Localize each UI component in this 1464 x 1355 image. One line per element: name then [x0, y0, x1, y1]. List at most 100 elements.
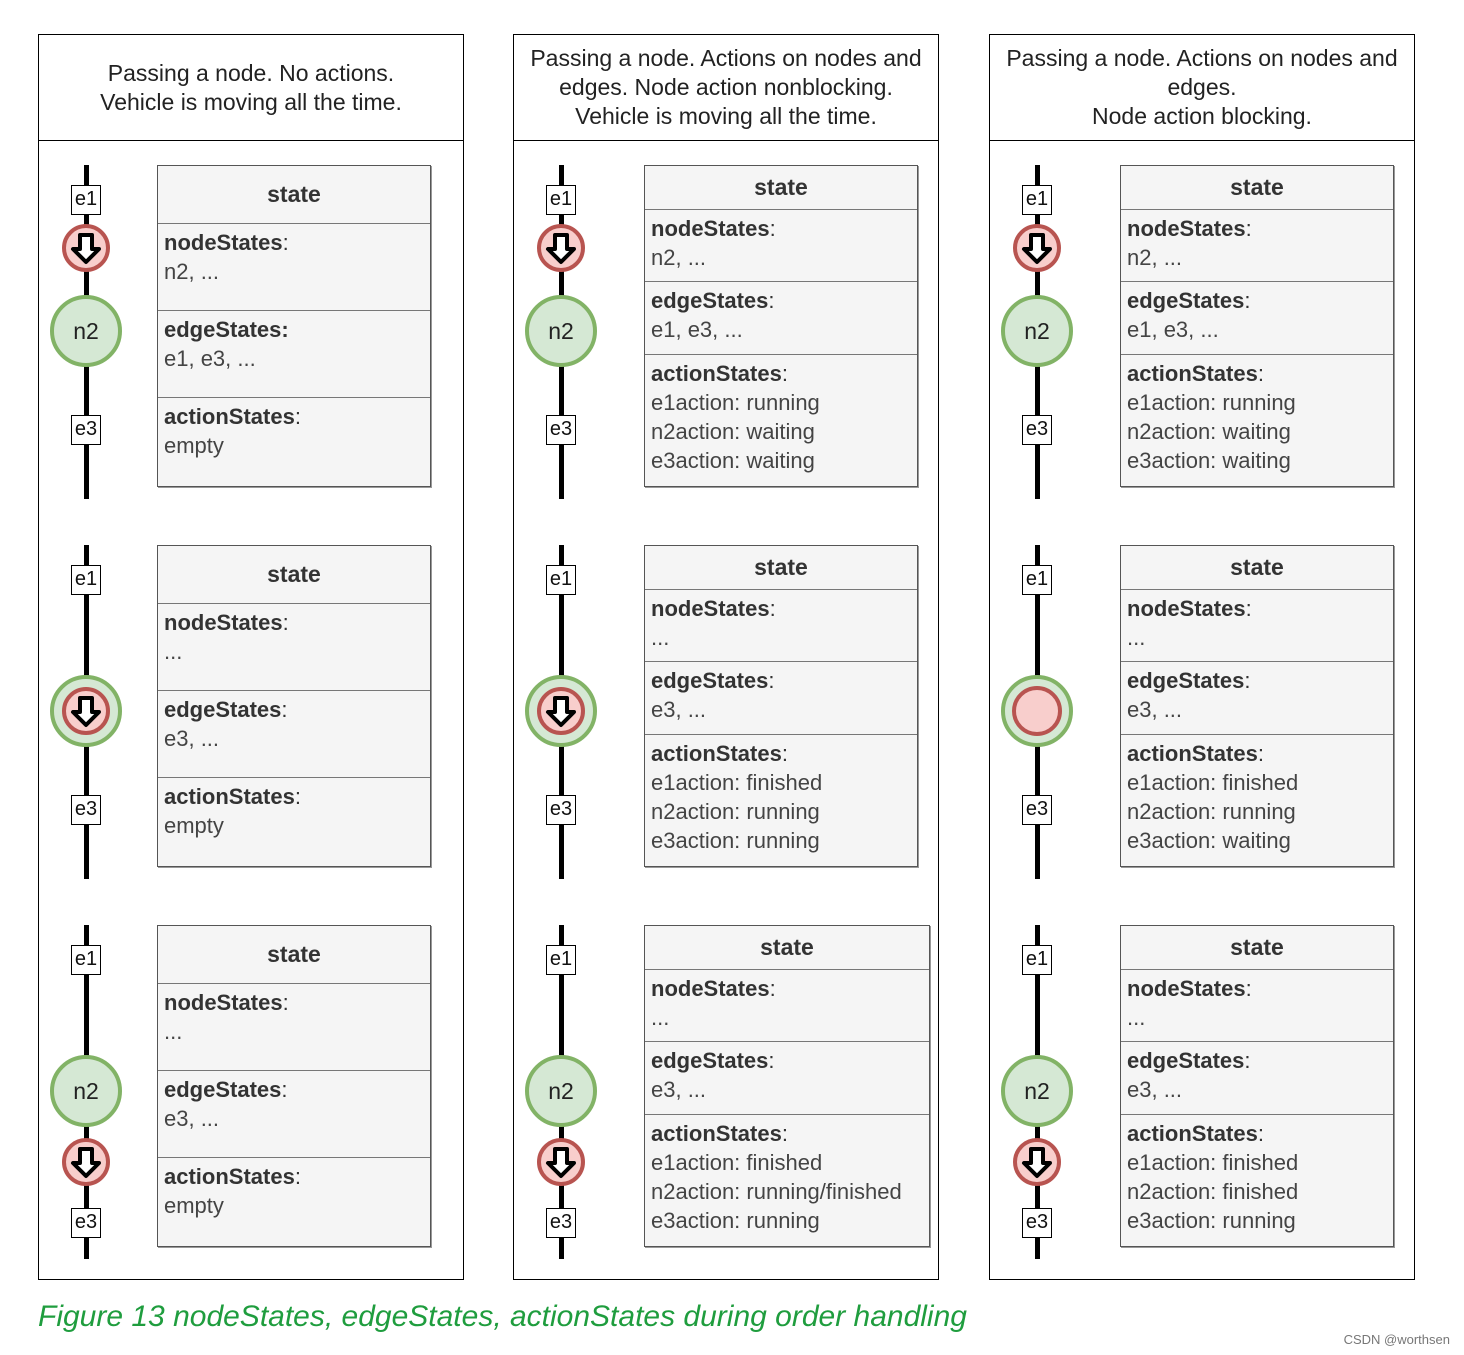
vehicle-arrow-down-icon: [1013, 1138, 1061, 1186]
panel-title: Passing a node. Actions on nodes and edg…: [990, 35, 1414, 141]
action-states-section: actionStates:e1action: finished n2action…: [645, 735, 917, 866]
node-states-section: nodeStates:...: [158, 604, 430, 691]
edge-states-key: edgeStates: [164, 1077, 282, 1102]
edge-states-key: edgeStates: [651, 668, 769, 693]
edge-label-e1: e1: [71, 945, 101, 975]
action-states-section: actionStates:e1action: running n2action:…: [645, 355, 917, 486]
state-header: state: [158, 166, 430, 224]
action-states-value: e1action: finished n2action: running e3a…: [1127, 770, 1299, 853]
edge-states-key: edgeStates: [1127, 288, 1245, 313]
state-header: state: [1121, 166, 1393, 210]
edge-label-e1: e1: [71, 565, 101, 595]
edge-states-section: edgeStates:e3, ...: [645, 662, 917, 735]
node-states-key: nodeStates: [1127, 216, 1246, 241]
node-states-key: nodeStates: [164, 610, 283, 635]
vehicle-arrow-down-icon: [537, 1138, 585, 1186]
edge-label-e1: e1: [546, 945, 576, 975]
node-states-key: nodeStates: [651, 216, 770, 241]
node-label: n2: [73, 317, 99, 344]
action-states-value: empty: [164, 813, 224, 838]
node-states-section: nodeStates:n2, ...: [645, 210, 917, 282]
watermark: CSDN @worthsen: [1343, 1332, 1450, 1347]
figure-caption: Figure 13 nodeStates, edgeStates, action…: [38, 1300, 967, 1333]
edge-label-e1: e1: [1022, 185, 1052, 215]
vehicle-arrow-down-icon: [537, 687, 585, 735]
vehicle-arrow-down-icon: [537, 224, 585, 272]
state-header: state: [158, 546, 430, 604]
edge-states-section: edgeStates:e1, e3, ...: [1121, 282, 1393, 355]
action-states-section: actionStates:empty: [158, 1158, 430, 1246]
edge-states-value: e3, ...: [1127, 697, 1183, 722]
panel-title-text: Passing a node. Actions on nodes and edg…: [530, 45, 922, 129]
node-states-value: ...: [1127, 1005, 1146, 1030]
node-states-key: nodeStates: [164, 990, 283, 1015]
panel-title: Passing a node. Actions on nodes and edg…: [514, 35, 938, 141]
panel-title-text: Passing a node. No actions. Vehicle is m…: [100, 59, 402, 115]
edge-states-value: e1, e3, ...: [164, 346, 256, 371]
state-header: state: [1121, 926, 1393, 970]
node-n2: n2: [1001, 295, 1073, 367]
state-header: state: [645, 926, 929, 970]
node-states-key: nodeStates: [164, 230, 283, 255]
edge-label-e3: e3: [1022, 795, 1052, 825]
node-label: n2: [73, 1077, 99, 1104]
node-states-section: nodeStates:n2, ...: [158, 224, 430, 311]
edge-states-section: edgeStates:e3, ...: [1121, 1042, 1393, 1115]
action-states-key: actionStates: [1127, 361, 1258, 386]
edge-states-section: edgeStates:e3, ...: [645, 1042, 929, 1115]
node-states-value: ...: [651, 1005, 670, 1030]
scenario-panel: Passing a node. Actions on nodes and edg…: [513, 34, 939, 1280]
edge-states-value: e3, ...: [164, 1106, 220, 1131]
action-states-section: actionStates:e1action: finished n2action…: [645, 1115, 929, 1246]
state-header: state: [158, 926, 430, 984]
edge-states-value: e1, e3, ...: [651, 317, 743, 342]
node-states-value: ...: [164, 1019, 183, 1044]
edge-label-e3: e3: [1022, 415, 1052, 445]
node-label: n2: [1024, 317, 1050, 344]
node-states-value: ...: [1127, 625, 1146, 650]
action-states-section: actionStates:e1action: finished n2action…: [1121, 735, 1393, 866]
action-states-section: actionStates:empty: [158, 398, 430, 486]
vehicle-arrow-down-icon: [62, 687, 110, 735]
edge-label-e3: e3: [71, 1208, 101, 1238]
vehicle-stopped-icon: [1012, 686, 1062, 736]
edge-label-e1: e1: [546, 565, 576, 595]
scenario-panel: Passing a node. No actions. Vehicle is m…: [38, 34, 464, 1280]
node-label: n2: [548, 1077, 574, 1104]
action-states-section: actionStates:e1action: running n2action:…: [1121, 355, 1393, 486]
node-n2: n2: [1001, 1055, 1073, 1127]
edge-states-key: edgeStates: [1127, 1048, 1245, 1073]
edge-states-key: edgeStates: [164, 697, 282, 722]
node-states-section: nodeStates:...: [1121, 590, 1393, 662]
edge-states-section: edgeStates:e1, e3, ...: [645, 282, 917, 355]
edge-label-e1: e1: [1022, 945, 1052, 975]
node-n2: n2: [525, 295, 597, 367]
action-states-value: e1action: running n2action: waiting e3ac…: [651, 390, 820, 473]
edge-label-e1: e1: [546, 185, 576, 215]
node-label: n2: [548, 317, 574, 344]
action-states-key: actionStates: [164, 1164, 295, 1189]
node-states-value: ...: [651, 625, 670, 650]
node-states-value: n2, ...: [1127, 245, 1183, 270]
edge-states-value: e3, ...: [651, 1077, 707, 1102]
action-states-key: actionStates: [1127, 1121, 1258, 1146]
edge-states-value: e3, ...: [1127, 1077, 1183, 1102]
action-states-value: e1action: finished n2action: running/fin…: [651, 1150, 902, 1233]
edge-states-section: edgeStates:e3, ...: [158, 691, 430, 778]
edge-states-section: edgeStates:e1, e3, ...: [158, 311, 430, 398]
node-states-section: nodeStates:...: [158, 984, 430, 1071]
state-header: state: [645, 546, 917, 590]
panel-title-text: Passing a node. Actions on nodes and edg…: [1006, 45, 1398, 129]
edge-label-e3: e3: [1022, 1208, 1052, 1238]
edge-states-section: edgeStates:e3, ...: [1121, 662, 1393, 735]
action-states-key: actionStates: [651, 1121, 782, 1146]
action-states-section: actionStates:empty: [158, 778, 430, 866]
node-states-key: nodeStates: [1127, 976, 1246, 1001]
edge-states-value: e1, e3, ...: [1127, 317, 1219, 342]
action-states-value: empty: [164, 433, 224, 458]
node-states-key: nodeStates: [1127, 596, 1246, 621]
